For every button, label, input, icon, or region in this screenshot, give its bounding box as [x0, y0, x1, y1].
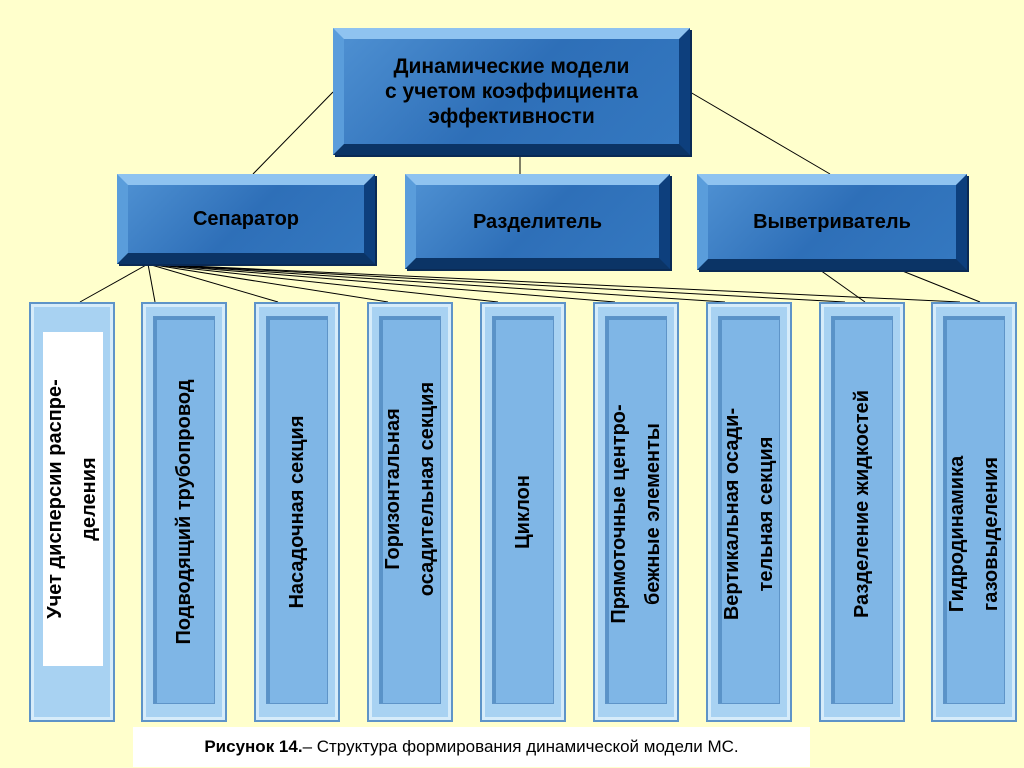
connector-line: [819, 269, 866, 303]
column-centrifugal: Прямоточные центро- бежные элементы: [593, 302, 679, 722]
connector-line: [147, 263, 616, 303]
column-pipeline: Подводящий трубопровод: [141, 302, 227, 722]
caption-label: Рисунок 14.: [204, 737, 303, 756]
column-line: деления: [78, 457, 100, 541]
column-line: бежные элементы: [642, 423, 664, 605]
node-weathering-label: Выветриватель: [753, 211, 911, 233]
connector-line: [147, 263, 499, 303]
connector-line: [147, 263, 279, 303]
column-line: Насадочная секция: [286, 415, 308, 609]
column-panel: [266, 316, 328, 704]
column-label: Циклон: [506, 475, 540, 549]
column-dispersion: Учет дисперсии распре- деления: [29, 302, 115, 722]
column-panel: [605, 316, 667, 704]
column-panel: [379, 316, 441, 704]
column-line: осадительная секция: [416, 381, 438, 597]
column-line: Учет дисперсии распре-: [44, 379, 66, 619]
column-label: Прямоточные центро- бежные элементы: [602, 404, 670, 623]
connector-line: [79, 263, 149, 303]
connector-line: [147, 263, 726, 303]
column-line: газовыделения: [980, 456, 1002, 612]
column-label: Учет дисперсии распре- деления: [38, 379, 106, 619]
root-line: Динамические модели: [393, 54, 630, 78]
column-line: Вертикальная осади-: [721, 407, 743, 621]
column-gas-hydrodynamics: Гидродинамика газовыделения: [931, 302, 1017, 722]
node-weathering: Выветриватель: [697, 174, 967, 270]
node-splitter: Разделитель: [405, 174, 670, 269]
connector-line: [147, 263, 156, 303]
column-line: Циклон: [512, 475, 534, 549]
root-line: с учетом коэффициента: [385, 79, 638, 103]
node-splitter-label: Разделитель: [472, 210, 603, 233]
figure-caption: Рисунок 14. – Структура формирования дин…: [133, 727, 810, 767]
column-vertical-section: Вертикальная осади- тельная секция: [706, 302, 792, 722]
column-label: Горизонтальная осадительная секция: [376, 382, 444, 596]
column-line: тельная секция: [755, 436, 777, 592]
column-panel: [153, 316, 215, 704]
root-node-label: Динамические модели с учетом коэффициент…: [385, 54, 638, 130]
column-label: Гидродинамика газовыделения: [940, 456, 1008, 612]
column-liquid-separation: Разделение жидкостей: [819, 302, 905, 722]
column-label: Разделение жидкостей: [845, 390, 879, 618]
column-cyclone: Циклон: [480, 302, 566, 722]
column-horizontal-section: Горизонтальная осадительная секция: [367, 302, 453, 722]
column-label: Подводящий трубопровод: [167, 379, 201, 644]
root-line: эффективности: [428, 105, 595, 129]
connector-line: [899, 269, 981, 303]
column-line: Подводящий трубопровод: [173, 379, 195, 645]
column-line: Гидродинамика: [946, 455, 968, 613]
column-label: Насадочная секция: [280, 415, 314, 608]
column-panel: [43, 332, 103, 666]
connector-line: [147, 263, 389, 303]
root-node: Динамические модели с учетом коэффициент…: [333, 28, 690, 155]
column-panel: [943, 316, 1005, 704]
column-panel: [718, 316, 780, 704]
connector-line: [689, 91, 831, 175]
column-panel: [831, 316, 893, 704]
caption-text: – Структура формирования динамической мо…: [302, 737, 739, 756]
column-panel: [492, 316, 554, 704]
node-separator-label: Сепаратор: [192, 208, 300, 230]
column-packed-section: Насадочная секция: [254, 302, 340, 722]
column-label: Вертикальная осади- тельная секция: [715, 408, 783, 620]
column-line: Прямоточные центро-: [608, 404, 630, 624]
connector-line: [147, 263, 961, 303]
column-line: Горизонтальная: [382, 408, 404, 570]
column-line: Разделение жидкостей: [851, 389, 873, 619]
connector-line: [147, 263, 846, 303]
connector-line: [252, 91, 334, 175]
node-separator: Сепаратор: [117, 174, 375, 264]
